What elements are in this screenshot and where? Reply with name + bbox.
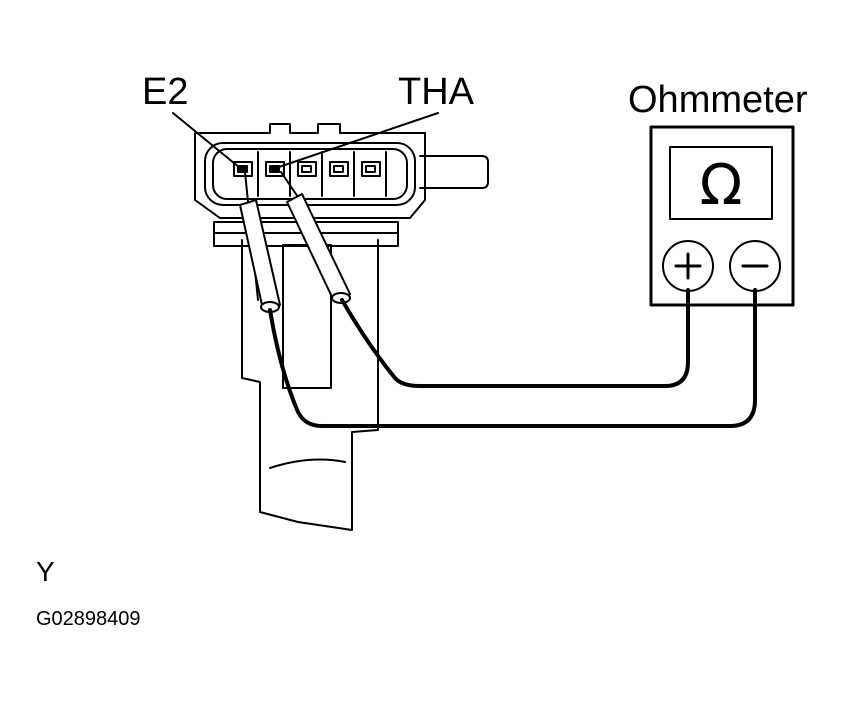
e2-label: E2 xyxy=(142,71,189,113)
probe-tha xyxy=(280,171,351,304)
tha-label: THA xyxy=(398,71,474,113)
ohmmeter xyxy=(649,125,795,307)
e2-leader-line xyxy=(172,112,241,169)
plus-terminal-icon xyxy=(662,240,714,292)
probe-e2 xyxy=(239,171,281,313)
ohm-symbol-icon: Ω xyxy=(700,153,743,218)
minus-terminal-icon xyxy=(729,240,781,292)
tha-leader-line xyxy=(275,112,439,169)
wire-negative xyxy=(268,288,757,428)
connector-housing xyxy=(194,123,426,219)
side-pipe xyxy=(419,155,489,189)
view-label: Y xyxy=(36,556,55,587)
wire-positive xyxy=(340,288,690,388)
figure-code: G02898409 xyxy=(36,608,141,630)
ohmmeter-label: Ohmmeter xyxy=(628,79,808,121)
